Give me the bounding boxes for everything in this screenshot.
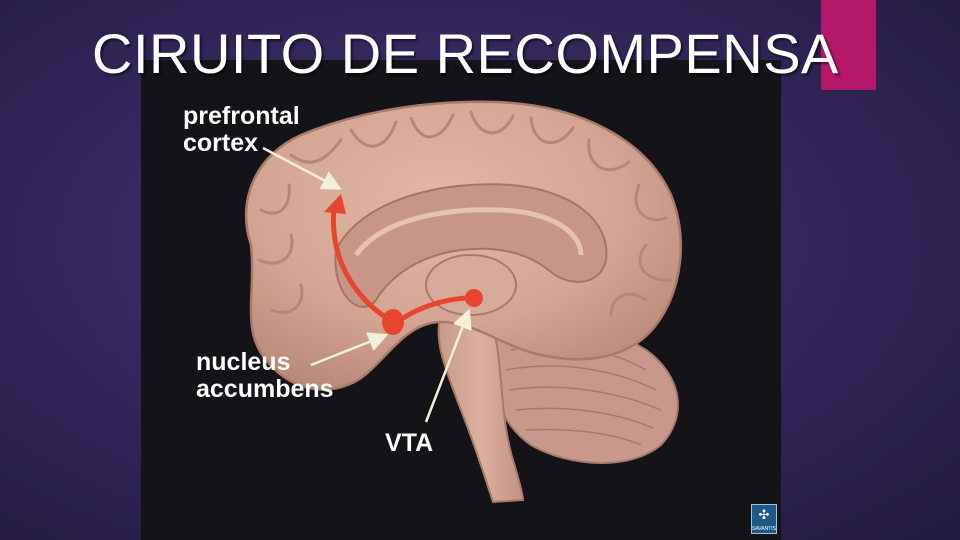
publisher-logo-text: SAVANTIS (752, 526, 776, 532)
label-nacc-line2: accumbens (196, 375, 334, 403)
brainstem (437, 312, 525, 504)
nucleus-accumbens-dot (382, 309, 404, 335)
pathway-arrowhead (324, 194, 346, 214)
label-prefrontal-line2: cortex (183, 129, 259, 157)
brain-illustration (244, 100, 682, 504)
label-prefrontal-cortex: prefrontal cortex (183, 103, 300, 157)
slide-title: CIRUITO DE RECOMPENSA (92, 22, 839, 85)
fish-logo-icon: ✣ (758, 507, 770, 522)
brain-figure: prefrontal cortex nucleus accumbens VTA … (141, 60, 781, 540)
label-prefrontal-line1: prefrontal (183, 102, 300, 130)
accent-bar (821, 0, 876, 90)
label-vta: VTA (385, 429, 434, 457)
publisher-logo: ✣ SAVANTIS (751, 504, 777, 534)
vta-dot (465, 289, 483, 307)
label-nucleus-accumbens: nucleus accumbens (196, 349, 334, 403)
label-nacc-line1: nucleus (196, 348, 291, 376)
